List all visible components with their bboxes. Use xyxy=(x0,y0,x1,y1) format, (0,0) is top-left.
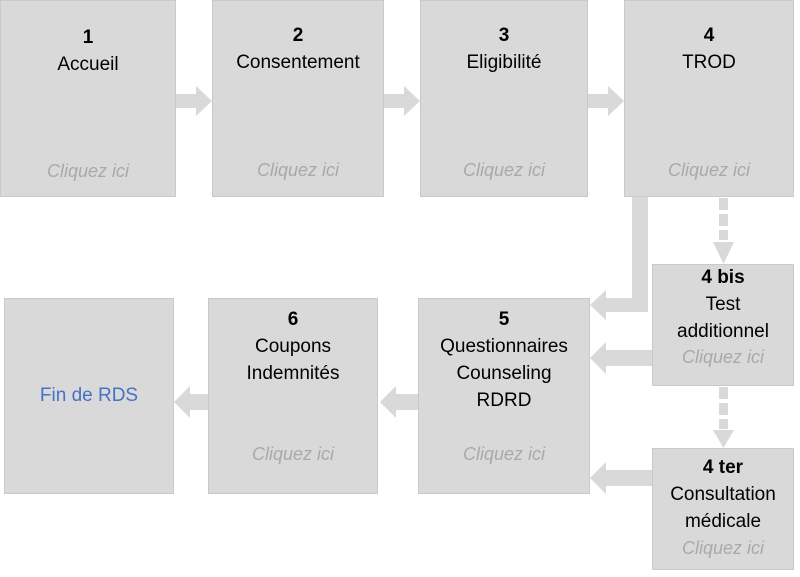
step-4bis-title: Test additionnel xyxy=(677,294,769,342)
step-4bis-number: 4 bis xyxy=(701,267,745,288)
step-3-link[interactable]: Cliquez ici xyxy=(462,160,546,180)
step-6-box: 6 Coupons Indemnités Cliquez ici xyxy=(208,298,378,494)
step-2-box: 2 Consentement Cliquez ici xyxy=(212,0,384,197)
step-4ter-box: 4 ter Consultation médicale Cliquez ici xyxy=(652,448,794,570)
step-1-box: 1 Accueil Cliquez ici xyxy=(0,0,176,197)
step-1-title: Accueil xyxy=(57,54,119,75)
step-4-title: TROD xyxy=(682,52,736,73)
arrow-3-to-4 xyxy=(588,86,624,116)
step-3-title: Eligibilité xyxy=(466,52,542,73)
step-5-link[interactable]: Cliquez ici xyxy=(462,444,546,464)
step-4ter-number: 4 ter xyxy=(702,457,744,478)
arrow-6-to-end xyxy=(174,386,208,418)
arrow-4bis-to-5 xyxy=(590,342,652,374)
step-5-title: Questionnaires Counseling RDRD xyxy=(440,336,568,411)
step-1-number: 1 xyxy=(82,27,94,48)
step-3-number: 3 xyxy=(498,25,510,46)
end-box: Fin de RDS xyxy=(4,298,174,494)
step-4-number: 4 xyxy=(703,25,715,46)
arrow-5-to-6 xyxy=(380,386,418,418)
arrow-2-to-3 xyxy=(384,86,420,116)
end-label[interactable]: Fin de RDS xyxy=(39,385,139,406)
step-4bis-link[interactable]: Cliquez ici xyxy=(681,347,765,367)
dashed-arrow-4-to-4bis xyxy=(713,198,734,264)
step-3-box: 3 Eligibilité Cliquez ici xyxy=(420,0,588,197)
dashed-arrow-4bis-to-4ter xyxy=(713,387,734,448)
step-4ter-link[interactable]: Cliquez ici xyxy=(681,538,765,558)
step-2-title: Consentement xyxy=(236,52,360,73)
step-4-box: 4 TROD Cliquez ici xyxy=(624,0,794,197)
step-2-link[interactable]: Cliquez ici xyxy=(256,160,340,180)
step-6-number: 6 xyxy=(287,309,299,330)
step-5-number: 5 xyxy=(498,309,510,330)
step-6-title: Coupons Indemnités xyxy=(246,336,340,384)
step-6-link[interactable]: Cliquez ici xyxy=(251,444,335,464)
step-5-box: 5 Questionnaires Counseling RDRD Cliquez… xyxy=(418,298,590,494)
step-1-link[interactable]: Cliquez ici xyxy=(46,161,130,181)
step-2-number: 2 xyxy=(292,25,304,46)
step-4bis-box: 4 bis Test additionnel Cliquez ici xyxy=(652,264,794,386)
arrow-4-to-5 xyxy=(590,197,648,320)
step-4-link[interactable]: Cliquez ici xyxy=(667,160,751,180)
arrow-4ter-to-5 xyxy=(590,462,652,494)
arrow-1-to-2 xyxy=(176,86,212,116)
step-4ter-title: Consultation médicale xyxy=(670,484,776,532)
